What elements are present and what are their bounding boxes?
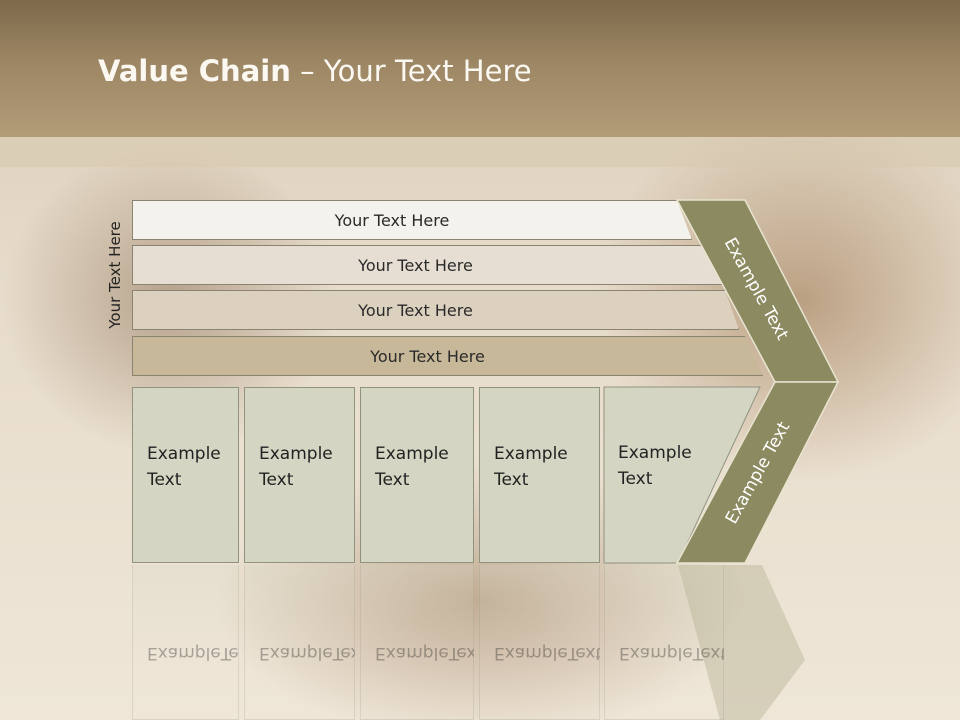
column-1-reflection: ExampleText [132, 565, 239, 720]
header-strip [0, 137, 960, 167]
slide-title: Value Chain – Your Text Here [98, 54, 532, 88]
slide-title-bold: Value Chain [98, 54, 291, 88]
column-1-line2: Text [147, 470, 182, 490]
support-row-4-label: Your Text Here [370, 346, 485, 366]
support-row-4: Your Text Here [132, 336, 763, 376]
column-4-line1: Example [494, 444, 568, 464]
column-5: Example Text [604, 387, 724, 563]
column-2-line2: Text [259, 470, 294, 490]
column-4: Example Text [479, 387, 600, 563]
slide-title-rest: – Your Text Here [290, 54, 532, 88]
support-row-3-label: Your Text Here [358, 300, 473, 320]
column-1-line1: Example [147, 444, 221, 464]
support-row-1: Your Text Here [132, 200, 692, 240]
column-5-reflection: ExampleText [604, 565, 724, 720]
column-3: Example Text [360, 387, 474, 563]
column-2-line1: Example [259, 444, 333, 464]
column-5-line1: Example [618, 443, 692, 463]
column-3-reflection: ExampleText [360, 565, 474, 720]
support-row-2: Your Text Here [132, 245, 739, 285]
column-4-reflection: ExampleText [479, 565, 600, 720]
column-5-line2: Text [618, 469, 653, 489]
column-3-line2: Text [375, 470, 410, 490]
column-2-reflection: ExampleText [244, 565, 355, 720]
column-3-line1: Example [375, 444, 449, 464]
column-4-line2: Text [494, 470, 529, 490]
column-1: Example Text [132, 387, 239, 563]
chevron-lower [675, 381, 840, 564]
column-2: Example Text [244, 387, 355, 563]
support-row-2-label: Your Text Here [358, 255, 473, 275]
header-band [0, 0, 960, 137]
support-row-3: Your Text Here [132, 290, 739, 330]
chevron-reflection [678, 565, 805, 720]
support-row-1-label: Your Text Here [334, 210, 450, 230]
